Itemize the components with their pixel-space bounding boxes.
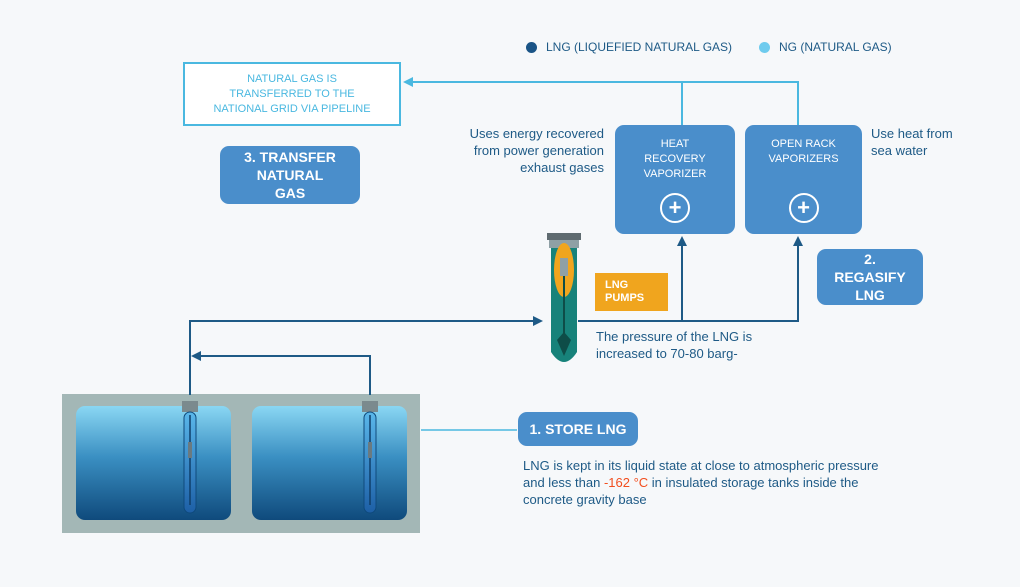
storage-tank-left [76,406,231,520]
legend-item-ng: NG (NATURAL GAS) [759,40,892,54]
step-transfer-natural-gas: 3. TRANSFER NATURAL GAS [220,146,360,204]
step-transfer-label: 3. TRANSFER NATURAL GAS [244,149,336,201]
step-store-label: 1. STORE LNG [529,421,627,437]
plus-icon: + [660,193,690,223]
note-store: LNG is kept in its liquid state at close… [523,457,903,508]
note-store-text-2: in insulated storage tanks inside the co… [523,475,859,507]
tank-pump-right [362,401,378,514]
ng-dot-icon [759,41,770,53]
open-rack-vaporizers-label: OPEN RACK VAPORIZERS [768,138,839,165]
note-pressure: The pressure of the LNG is increased to … [596,329,753,361]
national-grid-text: NATURAL GAS IS TRANSFERRED TO THE NATION… [213,73,371,115]
national-grid-box: NATURAL GAS IS TRANSFERRED TO THE NATION… [183,62,401,126]
step-store-lng: 1. STORE LNG [518,412,638,446]
lng-dot-icon [526,41,537,53]
note-store-text-1: LNG is kept in its liquid state at close… [523,458,879,490]
legend-item-lng: LNG (LIQUEFIED NATURAL GAS) [526,40,732,54]
heat-recovery-vaporizer-label: HEAT RECOVERY VAPORIZER [643,138,707,180]
lng-pumps-text: LNG PUMPS [605,279,645,304]
step-regasify-lng: 2. REGASIFY LNG [817,249,923,305]
lng-line-tanks-to-pump [189,316,543,395]
ng-line-vaporizers-to-grid [403,77,799,125]
tank-pump-left [182,401,198,514]
lng-booster-pump [547,233,581,362]
step-regasify-label: 2. REGASIFY LNG [834,251,906,303]
open-rack-vaporizers: OPEN RACK VAPORIZERS + [745,125,862,234]
note-open-rack: Use heat from sea water [871,126,953,158]
heat-recovery-vaporizer: HEAT RECOVERY VAPORIZER + [615,125,735,234]
lng-pumps-label: LNG PUMPS [595,273,668,311]
note-store-temperature: -162 °C [603,475,649,490]
storage-tank-right [252,406,407,520]
plus-icon: + [788,193,819,223]
legend-label-ng: NG (NATURAL GAS) [779,40,892,54]
legend-label-lng: LNG (LIQUEFIED NATURAL GAS) [546,40,733,54]
lng-line-pump-to-vaporizers [578,236,803,322]
note-heat-recovery: Uses energy recovered from power generat… [469,126,604,175]
